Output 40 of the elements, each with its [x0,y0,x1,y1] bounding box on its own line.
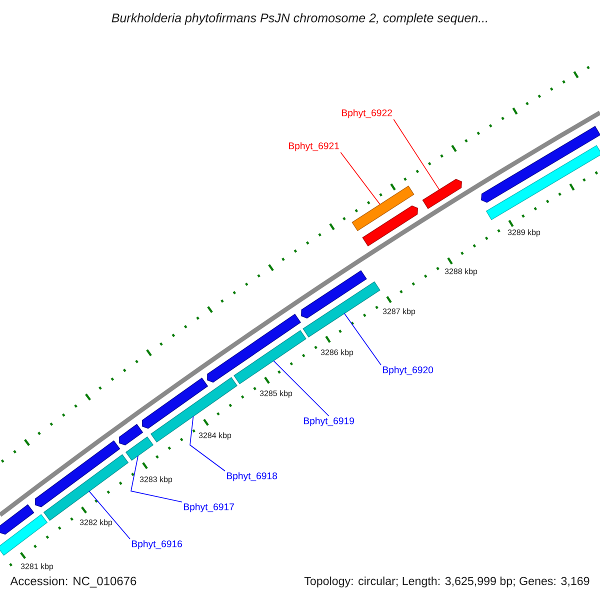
gene-bar [422,178,462,209]
gene-label: Bphyt_6922 [342,109,392,118]
gene-bar [142,378,208,429]
scale-label: 3283 kbp [140,476,172,484]
scale-label: 3282 kbp [80,519,112,527]
footer-text: Accession: NC_010676 [10,576,136,588]
gene-bar [34,440,120,508]
gene-bar [481,126,600,203]
leader-line [340,152,380,205]
gene-label: Bphyt_6918 [226,472,278,482]
gene-bar [302,281,380,338]
gene-bar [234,330,306,384]
scale-label: 3286 kbp [320,349,354,357]
gene-label: Bphyt_6919 [304,417,354,426]
gene-bar [486,145,600,220]
scale-label: 3289 kbp [508,229,540,237]
leader-line [190,416,226,472]
scale-label: 3287 kbp [382,308,416,316]
leader-line [344,313,382,366]
footer-text: Topology: circular; Length: 3,625,999 bp; Genes: 3,169 [304,576,590,588]
gene-bar [0,504,34,535]
gene-label: Bphyt_6920 [383,366,434,376]
gene-bar [119,424,144,446]
gene-bar [301,270,367,319]
scale-label: 3288 kbp [444,268,478,276]
gene-bar [352,186,414,232]
scale-label: 3285 kbp [260,390,292,398]
scale-label: 3281 kbp [20,563,54,571]
title: Burkholderia phytofirmans PsJN chromosome 2, complete sequen... [112,13,488,25]
leader-line [130,455,182,502]
gene-bar [150,377,238,443]
gene-label: Bphyt_6916 [132,540,182,550]
gene-label: Bphyt_6917 [184,503,234,512]
leader-line [393,118,440,190]
gene-bar [207,314,301,383]
gene-bar [362,206,418,246]
scale-label: 3284 kbp [198,432,232,440]
gene-label: Bphyt_6921 [288,142,339,152]
leader-line [88,490,130,540]
leader-line [273,360,330,416]
